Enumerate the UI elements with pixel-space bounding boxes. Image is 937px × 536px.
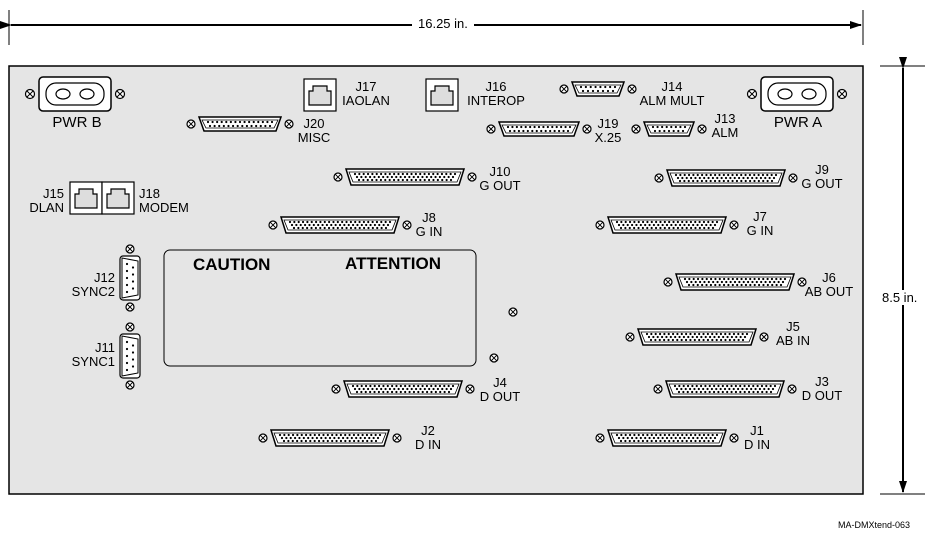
j15-jack[interactable]: [69, 181, 103, 215]
j8-id: J8: [422, 210, 436, 225]
pwr-b-label: PWR B: [52, 114, 102, 131]
j19-connector[interactable]: [486, 121, 592, 137]
figure-id: MA-DMXtend-063: [838, 520, 911, 530]
sync-connectors: [119, 244, 141, 390]
rj-jacks: [69, 78, 459, 215]
j7-name: G IN: [746, 223, 774, 238]
j16-id: J16: [485, 79, 507, 94]
pwr-b-connector[interactable]: [24, 76, 126, 112]
j5-id: J5: [786, 319, 800, 334]
j14-connector[interactable]: [559, 81, 637, 97]
j20-connector[interactable]: [186, 116, 294, 132]
j11-connector[interactable]: [119, 322, 141, 390]
j5-connector[interactable]: [625, 328, 769, 346]
j12-connector[interactable]: [119, 244, 141, 312]
j12-id: J12: [94, 270, 115, 285]
pwr-a-connector[interactable]: [746, 76, 848, 112]
j13-name: ALM: [711, 125, 739, 140]
pwr-a-label: PWR A: [773, 114, 823, 131]
j11-name: SYNC1: [71, 354, 115, 369]
width-dimension-label: 16.25 in.: [412, 16, 474, 31]
j7-id: J7: [753, 209, 767, 224]
j6-connector[interactable]: [663, 273, 807, 291]
j2-connector[interactable]: [258, 429, 402, 447]
j13-id: J13: [714, 111, 736, 126]
j3-id: J3: [815, 374, 829, 389]
caution-label-area: [163, 249, 477, 367]
j14-name: ALM MULT: [639, 93, 705, 108]
j15-name: DLAN: [29, 200, 64, 215]
j20-name: MISC: [297, 130, 331, 145]
j10-connector[interactable]: [333, 168, 477, 186]
j10-name: G OUT: [479, 178, 521, 193]
panel-screws: [489, 307, 518, 363]
j17-id: J17: [355, 79, 377, 94]
j1-id: J1: [750, 423, 764, 438]
j9-name: G OUT: [801, 176, 843, 191]
attention-text: ATTENTION: [345, 254, 442, 273]
j2-name: D IN: [415, 437, 441, 452]
j8-name: G IN: [415, 224, 443, 239]
j6-name: AB OUT: [804, 284, 854, 299]
j8-connector[interactable]: [268, 216, 412, 234]
j17-name: IAOLAN: [342, 93, 390, 108]
j1-connector[interactable]: [595, 429, 739, 447]
j14-id: J14: [661, 79, 683, 94]
j2-id: J2: [421, 423, 435, 438]
j7-connector[interactable]: [595, 216, 739, 234]
j3-connector[interactable]: [653, 380, 797, 398]
j17-jack[interactable]: [303, 78, 337, 112]
j11-id: J11: [95, 340, 115, 355]
j1-name: D IN: [744, 437, 770, 452]
j12-name: SYNC2: [71, 284, 115, 299]
j4-name: D OUT: [479, 389, 521, 404]
j18-name: MODEM: [139, 200, 189, 215]
j16-name: INTEROP: [467, 93, 525, 108]
j13-connector[interactable]: [631, 121, 707, 137]
j9-id: J9: [815, 162, 829, 177]
j6-id: J6: [822, 270, 836, 285]
height-dimension: [880, 57, 925, 495]
dsub-connectors: [186, 81, 807, 447]
j4-id: J4: [493, 375, 507, 390]
j3-name: D OUT: [801, 388, 843, 403]
j5-name: AB IN: [776, 333, 810, 348]
j20-id: J20: [303, 116, 325, 131]
j16-jack[interactable]: [425, 78, 459, 112]
j19-name: X.25: [594, 130, 622, 145]
height-dimension-label: 8.5 in.: [880, 290, 920, 305]
j4-connector[interactable]: [331, 380, 475, 398]
j15-id: J15: [43, 186, 64, 201]
j9-connector[interactable]: [654, 169, 798, 187]
caution-text: CAUTION: [193, 255, 271, 274]
j18-jack[interactable]: [101, 181, 135, 215]
j18-id: J18: [139, 186, 160, 201]
j10-id: J10: [489, 164, 511, 179]
j19-id: J19: [597, 116, 619, 131]
